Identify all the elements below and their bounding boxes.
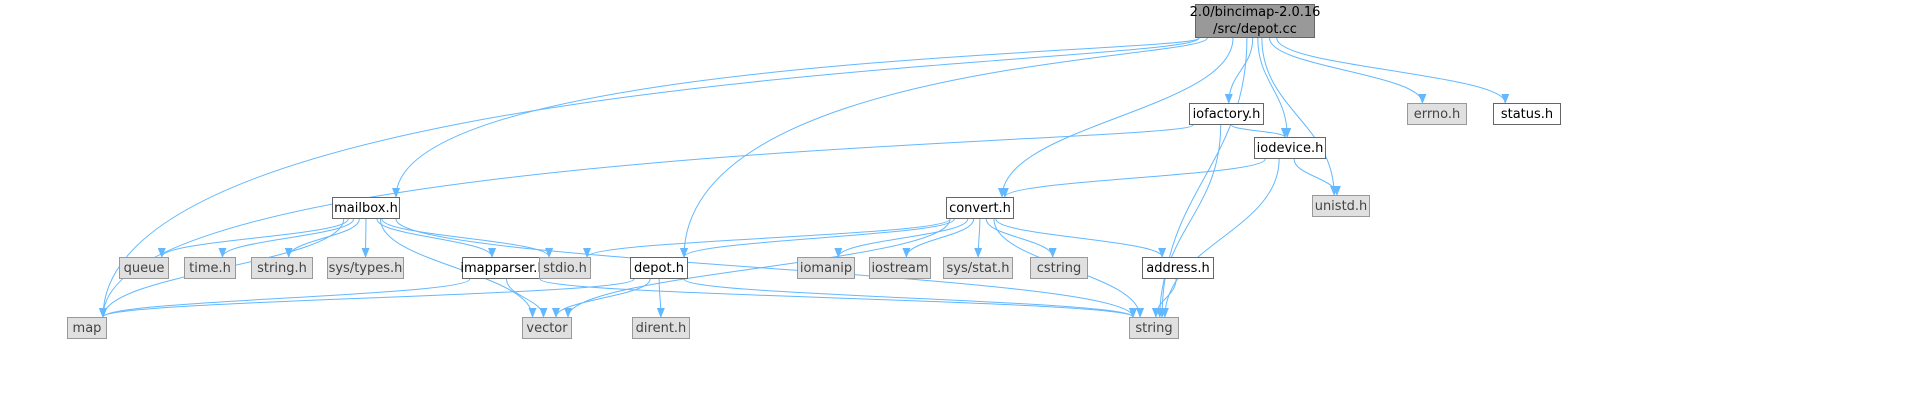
node-vector[interactable]: vector — [522, 317, 572, 339]
node-label: iomanip — [799, 260, 853, 276]
node-status-h[interactable]: status.h — [1493, 103, 1561, 125]
node-convert-h[interactable]: convert.h — [946, 197, 1014, 219]
edge-convert-to-cstring — [985, 218, 1057, 258]
node-label: cstring — [1036, 260, 1082, 276]
node-map[interactable]: map — [67, 317, 107, 339]
node-label: unistd.h — [1314, 198, 1368, 214]
node-mailbox-h[interactable]: mailbox.h — [332, 197, 400, 219]
node-label: vector — [526, 320, 568, 336]
edge-depoth-to-vector — [552, 278, 651, 318]
node-label: depot.h — [634, 260, 684, 276]
edge-imapparser-to-vector — [506, 278, 548, 318]
edge-root-to-unistd — [1261, 37, 1339, 196]
node-label: iostream — [871, 260, 929, 276]
node-address-h[interactable]: address.h — [1142, 257, 1214, 279]
edges-layer — [99, 37, 1510, 318]
edge-convert-to-iomanip — [834, 218, 969, 258]
node-iofactory-h[interactable]: iofactory.h — [1189, 103, 1264, 125]
edge-depoth-to-string — [683, 278, 1137, 318]
edge-iodevice-to-unistd — [1293, 158, 1341, 196]
edge-root-to-depoth — [680, 37, 1208, 258]
node-stdio-h[interactable]: stdio.h — [539, 257, 591, 279]
node-string-h[interactable]: string.h — [251, 257, 313, 279]
edge-depoth-to-dirent — [656, 278, 665, 318]
node-label: status.h — [1500, 106, 1554, 122]
edge-root-to-status — [1276, 37, 1510, 104]
node-imapparser-h[interactable]: imapparser.h — [460, 257, 546, 279]
edge-convert-to-depoth — [680, 218, 955, 258]
node-label: imapparser.h — [460, 260, 546, 276]
node-unistd-h[interactable]: unistd.h — [1312, 195, 1370, 217]
edge-convert-to-sysstat — [974, 218, 983, 258]
edge-mailbox-to-stdio — [381, 218, 553, 258]
edge-convert-to-vector — [564, 218, 951, 318]
node-sys-stat-h[interactable]: sys/stat.h — [943, 257, 1013, 279]
node-label: iodevice.h — [1256, 140, 1324, 156]
edge-depoth-to-map — [99, 278, 635, 318]
edge-root-to-iofactory — [1224, 37, 1254, 104]
edge-mailbox-to-vector — [379, 218, 537, 318]
node-iodevice-h[interactable]: iodevice.h — [1254, 137, 1326, 159]
edge-iodevice-to-string — [1160, 158, 1280, 318]
root-label-line-2: /src/depot.cc — [1213, 22, 1297, 37]
edge-root-to-errno — [1269, 37, 1427, 104]
edge-root-to-iodevice — [1257, 37, 1292, 138]
node-label: sys/stat.h — [946, 260, 1010, 276]
node-depot-h[interactable]: depot.h — [630, 257, 688, 279]
edge-iodevice-to-convert — [1000, 158, 1266, 198]
edge-mailbox-to-string — [395, 218, 1137, 318]
node-errno-h[interactable]: errno.h — [1407, 103, 1467, 125]
node-dirent-h[interactable]: dirent.h — [632, 317, 690, 339]
node-root-depot-cc[interactable]: 2.0/bincimap-2.0.16 /src/depot.cc — [1190, 4, 1320, 38]
node-label: string — [1135, 320, 1173, 336]
edge-imapparser-to-map — [99, 278, 471, 318]
node-iomanip[interactable]: iomanip — [797, 257, 855, 279]
edge-root-to-map — [99, 37, 1200, 318]
node-label: queue — [123, 260, 165, 276]
edge-convert-to-iostream — [902, 218, 975, 258]
edge-mailbox-to-queue — [157, 218, 349, 258]
node-label: stdio.h — [543, 260, 587, 276]
node-label: address.h — [1146, 260, 1210, 276]
node-label: map — [72, 320, 102, 336]
node-cstring[interactable]: cstring — [1030, 257, 1088, 279]
node-queue[interactable]: queue — [119, 257, 169, 279]
node-label: time.h — [189, 260, 231, 276]
edge-address-to-string — [1151, 278, 1177, 318]
node-label: iofactory.h — [1192, 106, 1261, 122]
node-string[interactable]: string — [1129, 317, 1179, 339]
edge-iofactory-to-string — [1155, 124, 1222, 318]
node-time-h[interactable]: time.h — [184, 257, 236, 279]
edge-convert-to-stdio — [583, 218, 951, 258]
node-label: sys/types.h — [328, 260, 403, 276]
node-label: convert.h — [949, 200, 1011, 216]
node-sys-types-h[interactable]: sys/types.h — [327, 257, 404, 279]
node-label: string.h — [257, 260, 307, 276]
edge-mailbox-to-stringh — [284, 218, 360, 258]
edge-mailbox-to-imapparser — [376, 218, 496, 258]
node-label: errno.h — [1413, 106, 1461, 122]
node-iostream[interactable]: iostream — [869, 257, 931, 279]
edge-root-to-convert — [998, 37, 1234, 198]
node-label: mailbox.h — [334, 200, 398, 216]
edge-iofactory-to-iodevice — [1231, 124, 1289, 138]
edge-convert-to-address — [995, 218, 1167, 258]
edge-mailbox-to-time — [218, 218, 355, 258]
edge-root-to-mailbox — [392, 37, 1200, 198]
edge-imapparser-to-string — [539, 278, 1137, 318]
edge-iofactory-to-map — [99, 124, 1194, 318]
node-label: dirent.h — [635, 320, 687, 336]
root-label-line-1: 2.0/bincimap-2.0.16 — [1189, 5, 1321, 20]
